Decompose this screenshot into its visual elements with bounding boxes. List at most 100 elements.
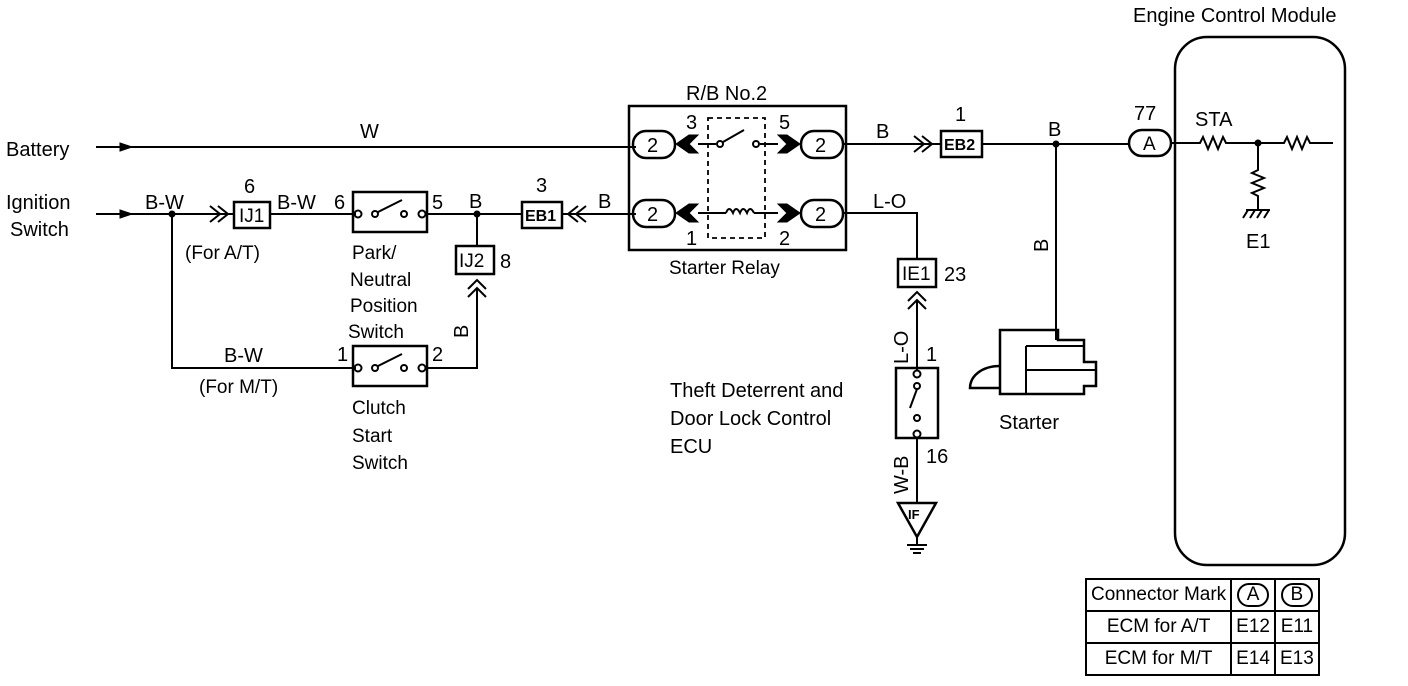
pn-pin-in: 6 [334,192,345,214]
pn-contact [371,210,379,218]
rb-no2-label: R/B No.2 [686,83,767,105]
wire-b-junction-label: B [469,191,482,213]
e1-resistor-wire [1249,143,1267,210]
cs-label-1: Clutch [352,398,406,419]
table-cell: ECM for A/T [1084,610,1233,644]
relay-terminal-arrow-icon [776,134,801,154]
theft-label-2: Door Lock Control [670,408,831,430]
eb2-arrow-icon [913,135,934,153]
pn-switch-box [351,190,429,234]
starter-label: Starter [999,412,1059,434]
wire-b-rb-label: B [876,121,889,143]
ecm-connector-a-label: A [1143,134,1156,155]
table-cell: E13 [1273,642,1320,676]
cs-switch-blade [377,353,403,367]
relay-pin-5: 5 [779,112,790,134]
cs-contact [371,364,379,372]
ground-if-label: IF [908,507,920,522]
ij1-label: IJ1 [239,206,264,227]
relay-terminal-label: 2 [647,135,658,157]
connector-table: Connector Mark A B ECM for A/T E12 E11 E… [1084,578,1320,676]
relay-terminal-arrow-icon [776,203,801,223]
eb2-pin: 1 [955,104,966,126]
ground-symbol-icon [907,537,927,554]
relay-terminal-arrow-icon [675,203,700,223]
table-cell: ECM for M/T [1084,642,1233,676]
ignition-label-1: Ignition [6,192,71,214]
relay-terminal [631,129,677,160]
ie1-box [896,257,938,289]
wire-lo-top-label: L-O [873,191,906,213]
table-header-cell: A [1230,578,1276,612]
theft-label-1: Theft Deterrent and [670,380,843,402]
ground-if-icon [895,501,939,540]
starter-motor-icon [968,328,1098,396]
theft-label-3: ECU [670,436,712,458]
ie1-label: IE1 [902,264,931,285]
relay-coil-icon [725,208,755,216]
for-at-label: (For A/T) [185,243,260,264]
ecu-contact [912,429,922,439]
ecu-contact [913,414,921,422]
connector-mark-a: A [1236,583,1270,607]
starter-relay-label: Starter Relay [669,258,780,279]
relay-contact [716,140,724,148]
ij2-to-cs-wire [427,288,478,369]
ecm-ground-icon [1242,209,1270,219]
relay-pin-2: 2 [779,228,790,250]
pn-label-3: Position [350,296,418,317]
pn-contact [353,209,363,219]
table-row: ECM for M/T E14 E13 [1084,642,1320,676]
cs-switch-box [351,344,429,388]
ecu-switch-blade [909,388,918,409]
battery-arrow-icon [119,142,134,152]
ignition-arrow-icon [119,209,134,219]
table-cell: E14 [1230,642,1276,676]
wire-b-starter-label: B [1031,239,1053,252]
wire-b-eb1-label: B [598,191,611,213]
pn-label-2: Neutral [350,270,411,291]
ecu-contact [912,369,922,379]
pn-pin-out: 5 [432,192,443,214]
pn-switch-blade [377,199,403,213]
for-mt-label: (For M/T) [199,377,278,398]
relay-terminal [631,198,677,229]
pn-contact [417,209,427,219]
cs-contact [400,364,408,372]
eb2-label: EB2 [944,137,975,154]
wire-bw-mt-label: B-W [224,345,263,367]
table-cell: E11 [1273,610,1320,644]
rb-no2-box [627,104,848,252]
ecu-pin-1: 1 [926,344,937,366]
starter-relay-outline [707,117,766,239]
ecu-pin-16: 16 [926,446,948,468]
cs-label-3: Switch [352,453,408,474]
ij2-box [454,244,496,276]
eb1-pin: 3 [536,175,547,197]
relay-to-ie1-wire [843,212,918,258]
relay-pin-1: 1 [686,228,697,250]
battery-label: Battery [6,139,69,161]
wire-lo-vert-label: L-O [891,331,913,364]
cs-pin-2: 2 [432,344,443,366]
table-row: Connector Mark A B [1084,578,1320,612]
ij1-pin: 6 [244,176,255,198]
pn-label-1: Park/ [352,243,397,264]
pn-contact [400,210,408,218]
table-row: ECM for A/T E12 E11 [1084,610,1320,644]
relay-contact [752,140,760,148]
wire-b-ecm-label: B [1048,119,1061,141]
cs-contact [353,363,363,373]
wire-b-vert-label: B [451,325,473,338]
ij2-pin: 8 [500,251,511,273]
wire-bw-left-label: B-W [145,192,184,214]
cs-label-2: Start [352,426,393,447]
sta-label: STA [1195,109,1233,131]
table-cell: E12 [1230,610,1276,644]
wire-wb-vert-label: W-B [891,455,913,494]
relay-contact-blade [722,129,745,143]
eb1-label: EB1 [525,208,556,225]
connector-mark-b: B [1280,583,1314,607]
ecm-title: Engine Control Module [1133,5,1336,27]
